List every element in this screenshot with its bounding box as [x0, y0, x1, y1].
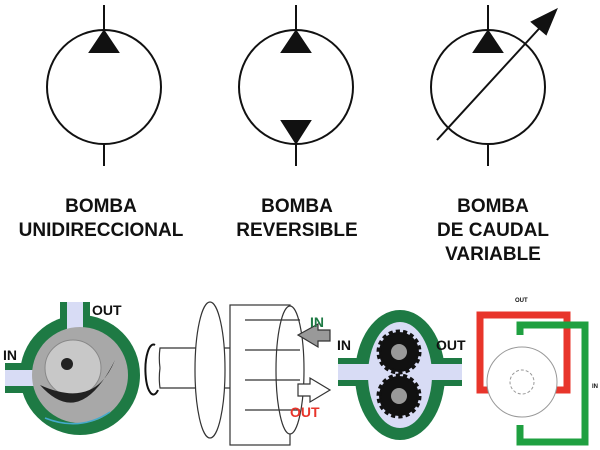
flow-arrow-up-icon	[280, 29, 312, 53]
flow-arrow-down-icon	[280, 120, 312, 145]
variable-arrow-icon	[530, 7, 558, 36]
out-label: OUT	[290, 404, 320, 420]
label-reversible-line2: REVERSIBLE	[236, 220, 357, 241]
piston-pump-illustration: IN OUT	[144, 301, 332, 446]
label-variable-line3: VARIABLE	[445, 244, 541, 265]
internal-gear-pump-illustration: OUT IN	[3, 302, 140, 435]
rotation-arrow-icon	[144, 343, 159, 396]
in-label: IN	[3, 347, 17, 363]
label-unidirectional-line1: BOMBA	[65, 196, 137, 217]
label-variable-line1: BOMBA	[457, 196, 529, 217]
symbol-variable-pump	[430, 5, 558, 166]
out-label: OUT	[515, 298, 528, 304]
label-unidirectional-line2: UNIDIRECCIONAL	[19, 220, 184, 241]
in-label: IN	[592, 384, 598, 390]
label-variable-line2: DE CAUDAL	[437, 220, 549, 241]
in-label: IN	[337, 337, 351, 353]
flow-arrow-up-icon	[88, 29, 120, 53]
external-gear-pump-illustration: IN OUT	[337, 310, 466, 440]
vane-pump-illustration: OUT IN	[476, 298, 598, 446]
out-label: OUT	[436, 337, 466, 353]
in-label: IN	[310, 314, 324, 330]
symbol-reversible-pump	[238, 5, 354, 166]
out-label: OUT	[92, 302, 122, 318]
label-reversible-line1: BOMBA	[261, 196, 333, 217]
symbol-unidirectional-pump	[46, 5, 162, 166]
flow-arrow-up-icon	[472, 29, 504, 53]
